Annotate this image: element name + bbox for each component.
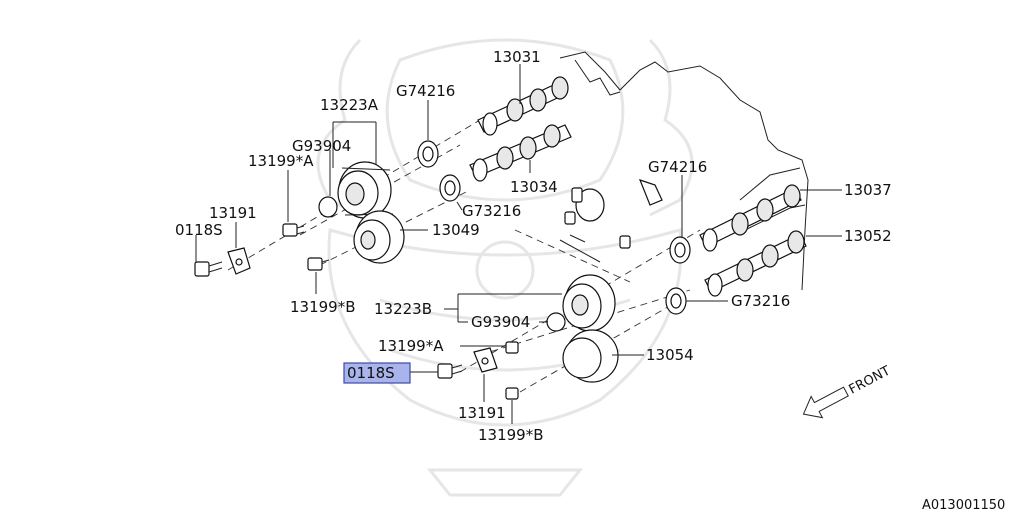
- label-13054[interactable]: 13054: [646, 346, 694, 364]
- camshaft-13037: [699, 184, 802, 252]
- sprocket-13223a: [337, 161, 394, 219]
- front-label: FRONT: [847, 363, 893, 397]
- camshaft-13034: [469, 124, 572, 182]
- plate-13191-bottom: [473, 347, 498, 373]
- cylinder-head-outline: [559, 51, 809, 291]
- camshaft-13052: [704, 230, 807, 297]
- camshaft-13031: [477, 76, 569, 136]
- leader-lines: [195, 64, 842, 424]
- label-13031[interactable]: 13031: [493, 48, 541, 66]
- label-13199a-top[interactable]: 13199*A: [248, 152, 314, 170]
- label-13199a-bottom[interactable]: 13199*A: [378, 337, 444, 355]
- label-g74216-top[interactable]: G74216: [396, 82, 455, 100]
- label-g74216-right[interactable]: G74216: [648, 158, 707, 176]
- label-13034[interactable]: 13034: [510, 178, 558, 196]
- label-0118s-bottom[interactable]: 0118S: [347, 364, 395, 382]
- front-direction-arrow: FRONT: [802, 363, 893, 419]
- label-g93904-top[interactable]: G93904: [292, 137, 351, 155]
- bolt-13199a-top: [282, 223, 305, 237]
- bolt-0118s-bottom: [437, 363, 463, 379]
- label-13223a[interactable]: 13223A: [320, 96, 379, 114]
- bolt-0118s-top: [194, 261, 223, 277]
- lifter-parts: [564, 179, 663, 249]
- label-13199b-bottom[interactable]: 13199*B: [478, 426, 544, 444]
- highlight-box-0118s: [343, 362, 411, 384]
- part-labels: 13031 13223A G74216 G93904 13199*A 13191…: [175, 48, 892, 444]
- bolt-13199b-top: [307, 257, 330, 271]
- o-ring-g93904-top: [318, 196, 338, 218]
- label-g93904-bottom[interactable]: G93904: [471, 313, 530, 331]
- plate-13191-top: [227, 247, 251, 275]
- bolt-13199b-bottom: [505, 387, 519, 400]
- oil-seal-g74216-top: [417, 140, 439, 168]
- label-13191-top[interactable]: 13191: [209, 204, 257, 222]
- oil-seal-g73216-top: [439, 174, 461, 202]
- label-13199b-top[interactable]: 13199*B: [290, 298, 356, 316]
- label-13037[interactable]: 13037: [844, 181, 892, 199]
- watermark-emblem: [316, 38, 694, 497]
- o-ring-g93904-bottom: [546, 312, 566, 332]
- label-0118s-top[interactable]: 0118S: [175, 221, 223, 239]
- label-13052[interactable]: 13052: [844, 227, 892, 245]
- oil-seal-g73216-right: [665, 287, 687, 315]
- oil-seal-g74216-right: [669, 236, 691, 264]
- sprocket-13049: [353, 210, 405, 264]
- label-13049[interactable]: 13049: [432, 221, 480, 239]
- label-g73216-top[interactable]: G73216: [462, 202, 521, 220]
- bolt-13199a-bottom: [505, 341, 519, 354]
- sprocket-13223b: [562, 274, 616, 332]
- diagram-id: A013001150: [922, 498, 1005, 512]
- label-13191-bottom[interactable]: 13191: [458, 404, 506, 422]
- label-g73216-right[interactable]: G73216: [731, 292, 790, 310]
- label-13223b[interactable]: 13223B: [374, 300, 432, 318]
- sprocket-13054: [562, 329, 619, 383]
